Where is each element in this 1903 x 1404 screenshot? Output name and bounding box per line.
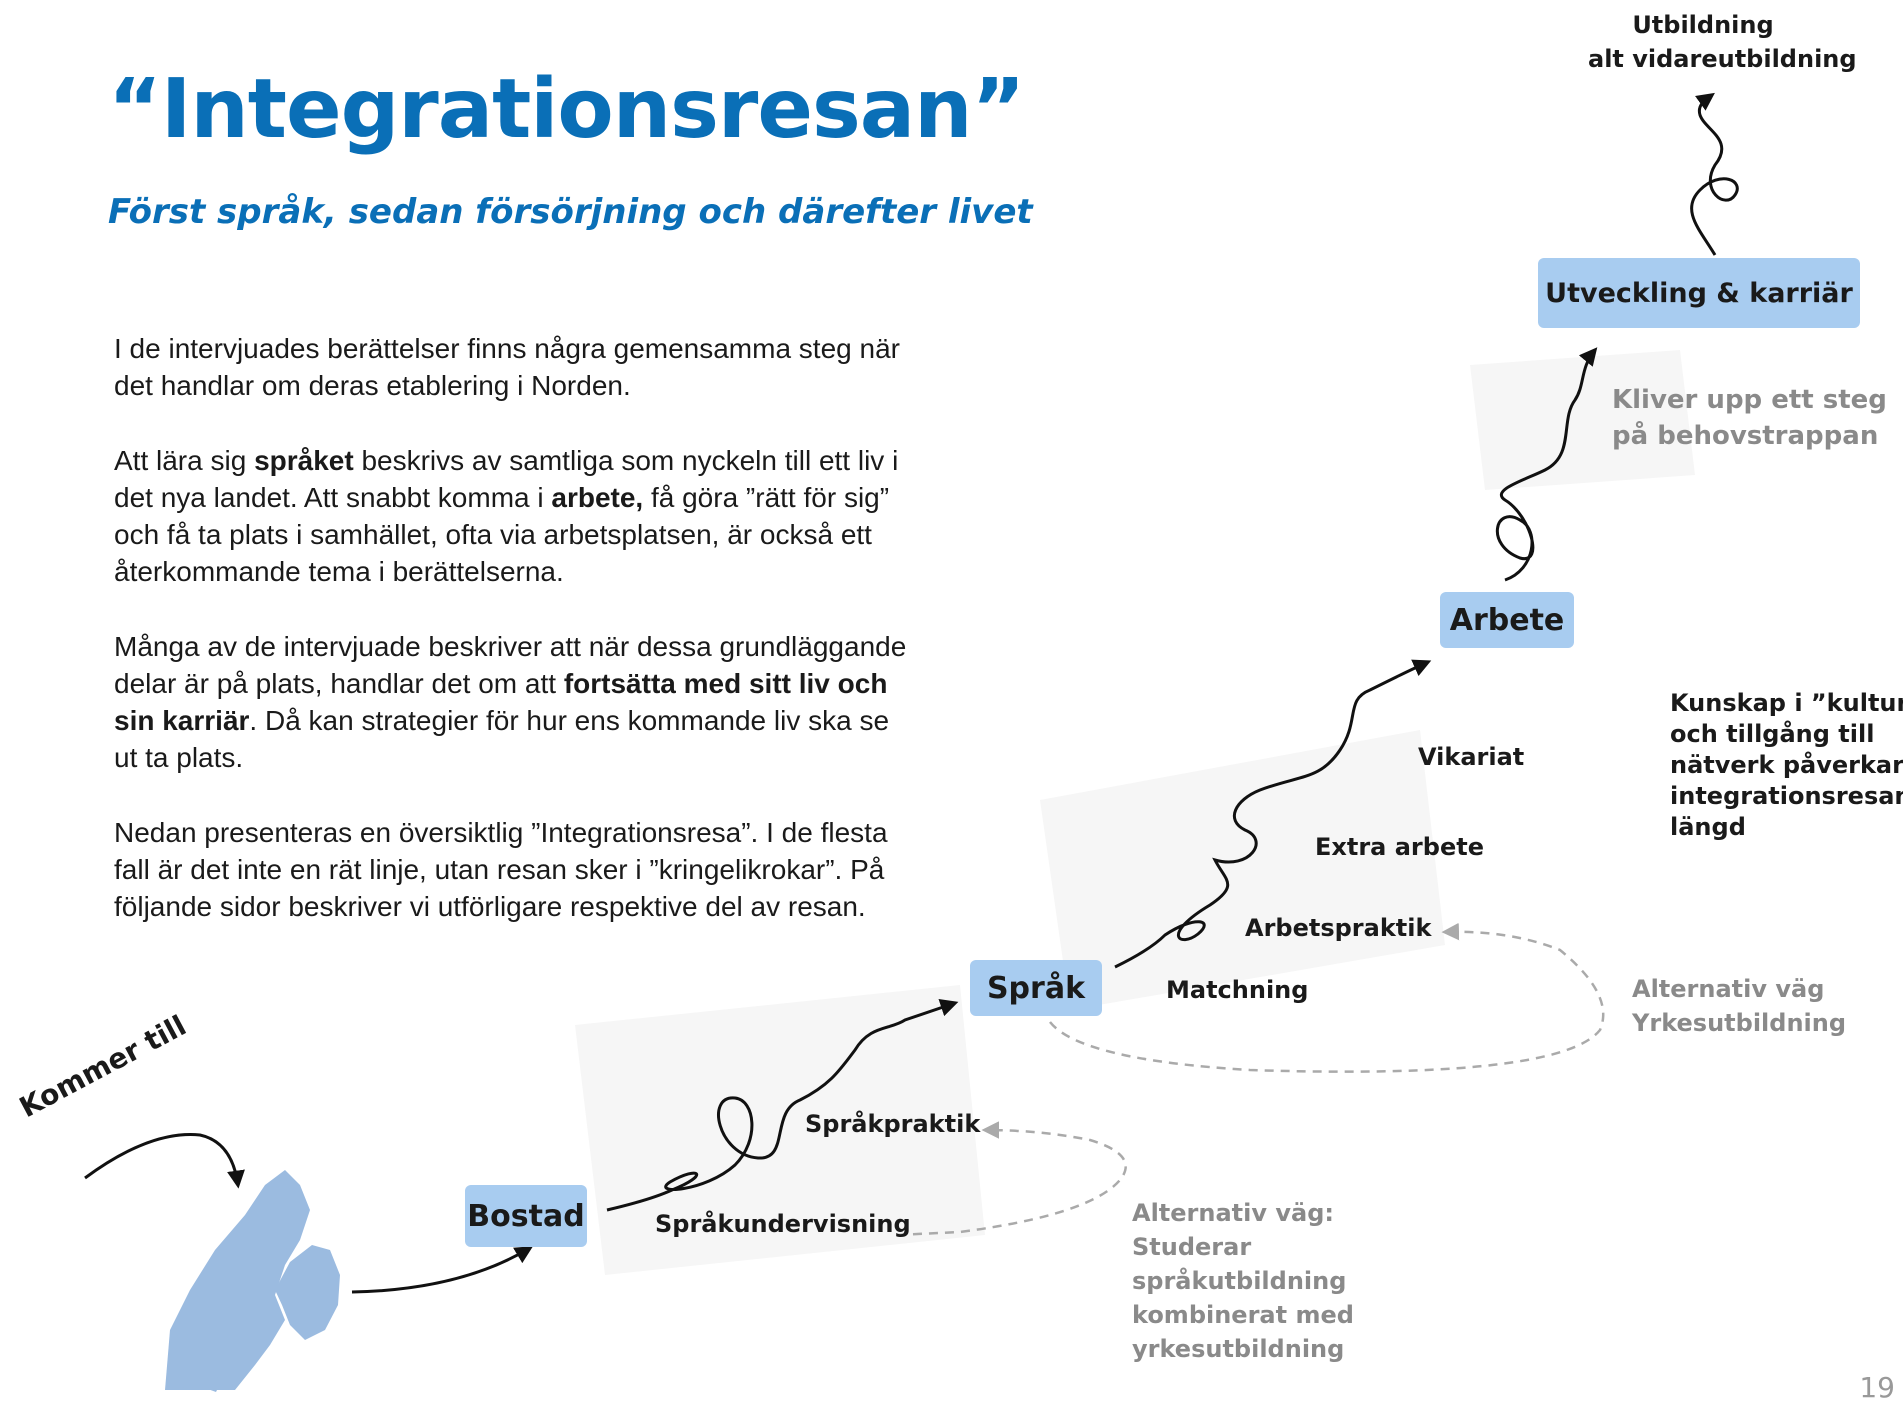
label-kunskap: Kunskap i ”kultur” och tillgång till nät… [1670, 688, 1903, 843]
paragraph-overview: Nedan presenteras en översiktlig ”Integr… [114, 817, 888, 922]
label-alternative-path-1: Alternativ väg: Studerar språkutbildning… [1132, 1196, 1354, 1366]
paragraph-career: Många av de intervjuade beskriver att nä… [114, 628, 914, 776]
label-line: längd [1670, 813, 1746, 841]
paragraph-bold: fortsätta med sitt liv och sin karriär [114, 668, 888, 736]
step-box-sprak: Språk [970, 960, 1102, 1016]
journey-path-language [606, 999, 959, 1212]
label-line: alt vidareutbildning [1588, 45, 1857, 73]
background-panel [1470, 350, 1695, 490]
label-line: Alternativ väg: [1132, 1199, 1334, 1227]
label-extra-arbete: Extra arbete [1315, 833, 1484, 861]
label-sprakundervisning: Språkundervisning [655, 1210, 911, 1238]
background-panel [1040, 730, 1445, 1010]
label-line: Kunskap i ”kultur” [1670, 689, 1903, 717]
label-alternative-path-2: Alternativ väg Yrkesutbildning [1632, 972, 1846, 1040]
label-arbetspraktik: Arbetspraktik [1245, 914, 1432, 942]
arrival-arrow [84, 1133, 245, 1189]
page-title: “Integrationsresan” [108, 62, 1025, 157]
paragraph-text: . Då kan strategier för hur ens kommande… [114, 705, 890, 773]
paragraph-language-work: Att lära sig språket beskrivs av samtlig… [114, 442, 914, 590]
map-to-bostad-arrow [351, 1246, 534, 1294]
paragraph-text: Att lära sig [114, 445, 255, 476]
label-line: kombinerat med [1132, 1301, 1354, 1329]
journey-path-education [1690, 92, 1739, 256]
nordic-map [165, 1170, 310, 1390]
label-line: språkutbildning [1132, 1267, 1347, 1295]
alternative-path-1 [896, 1121, 1127, 1237]
nordic-map-islands [178, 1370, 222, 1392]
page-number: 19 [1859, 1371, 1895, 1404]
paragraph-intro: I de intervjuades berättelser finns någr… [114, 333, 900, 401]
label-line: Alternativ väg [1632, 975, 1825, 1003]
paragraph-bold: arbete, [551, 482, 644, 513]
label-line: Studerar [1132, 1233, 1252, 1261]
paragraph-text: beskrivs av samtliga som nyckeln till et… [114, 445, 899, 513]
step-box-utveckling: Utveckling & karriär [1538, 258, 1860, 328]
label-utbildning: Utbildning alt vidareutbildning [1588, 8, 1857, 76]
label-line: på behovstrappan [1612, 421, 1879, 451]
label-line: nätverk påverkar [1670, 751, 1903, 779]
label-matchning: Matchning [1166, 976, 1309, 1004]
step-box-bostad: Bostad [465, 1185, 587, 1247]
step-box-arbete: Arbete [1440, 592, 1574, 648]
label-sprakpraktik: Språkpraktik [805, 1110, 981, 1138]
nordic-map-east [275, 1245, 340, 1340]
label-vikariat: Vikariat [1418, 743, 1525, 771]
page-subtitle: Först språk, sedan försörjning och däref… [108, 192, 1033, 232]
paragraph-text: få göra ”rätt för sig” och få ta plats i… [114, 482, 890, 587]
paragraph-bold: språket [254, 445, 354, 476]
label-line: och tillgång till [1670, 720, 1875, 748]
journey-path-career [1495, 347, 1598, 582]
label-line: Utbildning [1632, 11, 1774, 39]
label-line: Kliver upp ett steg [1612, 385, 1887, 415]
label-kliver-upp: Kliver upp ett steg på behovstrappan [1612, 382, 1887, 454]
label-line: Yrkesutbildning [1632, 1009, 1847, 1037]
label-line: yrkesutbildning [1132, 1335, 1345, 1363]
journey-path-work [1114, 659, 1432, 969]
paragraph-text: Många av de intervjuade beskriver att nä… [114, 631, 907, 699]
label-line: integrationsresans [1670, 782, 1903, 810]
alternative-path-2 [1049, 922, 1605, 1073]
